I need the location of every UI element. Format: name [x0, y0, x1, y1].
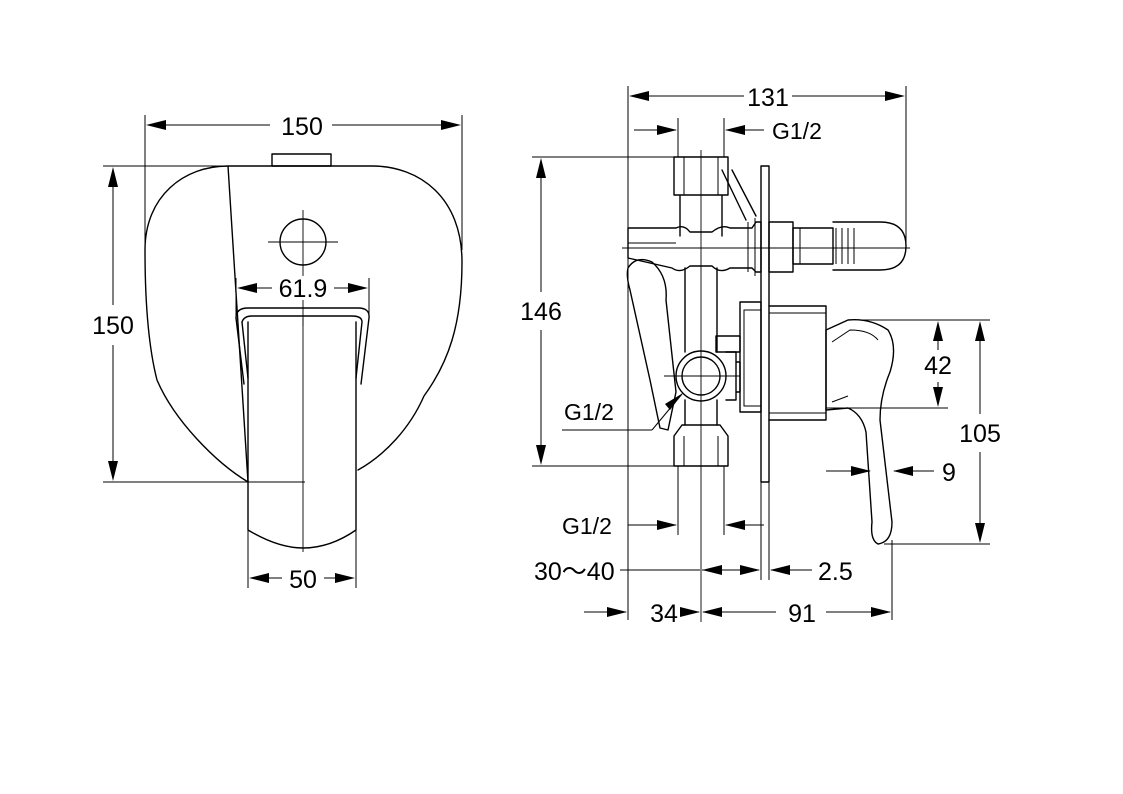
side-view: 131 G1/2 146 G1/2 G1/2 [520, 84, 1001, 628]
arrow [536, 158, 546, 178]
arrow [680, 607, 700, 617]
arrow [702, 565, 722, 575]
arrow [725, 125, 745, 135]
handle-collar-outer-left [235, 317, 245, 385]
arrow [607, 607, 627, 617]
arrow [702, 607, 722, 617]
dim-label-lever-offset: 42 [924, 352, 952, 380]
dim-label-side-thread: G1/2 [564, 399, 614, 425]
arrow [657, 520, 677, 530]
arrow [146, 120, 166, 130]
wall-plate [760, 165, 770, 483]
dim-label-body-to-plate: 34 [650, 600, 678, 628]
handle-base [768, 305, 827, 421]
dim-label-body-height: 146 [520, 298, 562, 326]
dim-label-protrusion: 91 [788, 600, 816, 628]
dim-label-width: 150 [281, 113, 323, 141]
dim-label-lever-height: 105 [959, 420, 1001, 448]
lever-body [247, 321, 357, 549]
diverter-stem-base [768, 221, 794, 273]
front-view: 150 150 61.9 50 [92, 113, 463, 594]
arrow [335, 573, 355, 583]
diverter-knob [832, 221, 907, 271]
arrow [740, 565, 760, 575]
dim-label-plate-thickness: 2.5 [818, 558, 853, 586]
arrow [249, 573, 269, 583]
handle-collar-inner-left [241, 321, 249, 379]
arrow [933, 321, 943, 341]
dim-label-bottom-thread: G1/2 [562, 513, 612, 539]
arrow [851, 466, 871, 476]
arrow [893, 466, 913, 476]
arrow [441, 120, 461, 130]
arrow [536, 445, 546, 465]
arrow [665, 393, 683, 410]
arrow [770, 565, 790, 575]
arrow [975, 321, 985, 341]
top-brace [721, 169, 757, 221]
cover-plate-outline [144, 165, 463, 483]
dim-label-lever-width: 50 [289, 566, 317, 594]
arrow [629, 91, 649, 101]
arrow [237, 283, 257, 293]
dim-label-wall-range: 30～40 [534, 558, 615, 586]
arrow [108, 167, 118, 187]
vertical-pipe [679, 195, 723, 426]
arrow [871, 607, 891, 617]
arrow [725, 520, 745, 530]
dim-label-top-thread: G1/2 [772, 118, 822, 144]
arrow [933, 387, 943, 407]
diverter-knob-top [271, 153, 332, 167]
arrow [348, 283, 368, 293]
diverter-stem [792, 227, 834, 265]
lever-handle [825, 319, 895, 545]
body-block [627, 221, 762, 273]
dim-label-handle-width: 61.9 [279, 275, 328, 303]
arrow [885, 91, 905, 101]
dim-label-overall-depth: 131 [747, 84, 789, 112]
arrow [657, 125, 677, 135]
side-outlet-flange [715, 335, 741, 353]
cartridge-inner [743, 309, 762, 407]
dim-label-lever-thickness: 9 [942, 459, 956, 487]
lever-handle-inner [831, 329, 879, 403]
handle-collar-inner [241, 315, 363, 379]
bottom-nut [673, 424, 729, 467]
cartridge-housing [739, 301, 762, 413]
dim-label-height: 150 [92, 312, 134, 340]
arrow [975, 523, 985, 543]
arrow [108, 461, 118, 481]
